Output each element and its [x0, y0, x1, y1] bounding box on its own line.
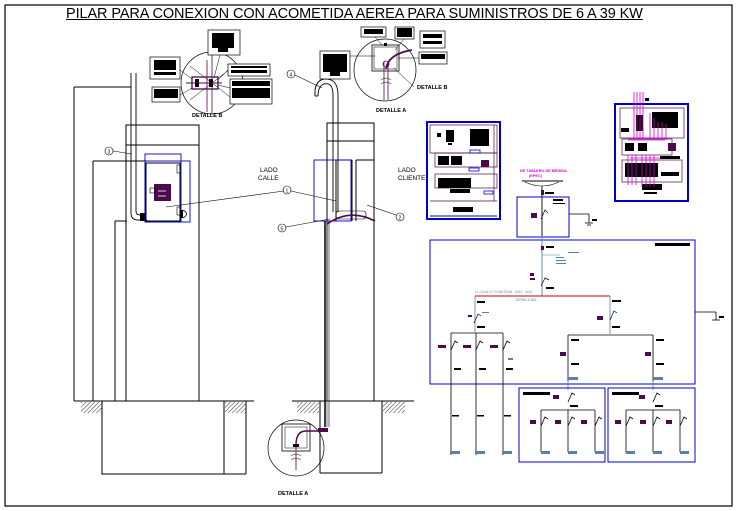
feeder-sublabel: TERMICA 25A — [515, 298, 537, 302]
callout-4 — [286, 69, 296, 79]
lado-cliente-line1: LADO — [398, 167, 416, 174]
detail-b-left-label: DETALLE B — [192, 113, 222, 119]
callout-3-text: 3 — [108, 150, 111, 156]
conduit-clamp — [140, 213, 146, 221]
lado-cliente-line2: CLIENTE — [398, 175, 426, 182]
feeder-label: LL.CAJA.3 + N 2x6.5/2x6 - 3x10 - 4x10 — [475, 290, 532, 294]
meter-source-sublabel: (EPEC) — [529, 174, 543, 178]
ground-hatch — [383, 402, 405, 413]
cabinet-wiring-view — [614, 92, 689, 202]
ground-hatch — [81, 402, 102, 413]
cabinet-outline-2 — [144, 160, 191, 223]
left-pillar-front-view — [73, 86, 254, 475]
detail-a-top — [319, 26, 448, 102]
callout-1-text: 1 — [286, 189, 289, 195]
ground-hatch — [225, 402, 246, 413]
lado-calle-line1: LADO — [260, 167, 278, 174]
detail-a-top-label: DETALLE A — [376, 108, 406, 114]
lado-cliente-label: LADO CLIENTE — [398, 167, 425, 183]
lado-calle-label: LADO CALLE — [258, 167, 279, 183]
callout-4-text: 4 — [290, 73, 293, 79]
meter-box — [145, 162, 181, 222]
detail-a-bottom — [267, 419, 328, 477]
cabinet-elevation — [426, 121, 501, 220]
detail-b-left — [149, 29, 273, 115]
callout-2-text: 2 — [399, 216, 402, 222]
lado-calle-line2: CALLE — [258, 175, 279, 182]
cabinet-outline-middle — [313, 159, 352, 222]
sheet-border — [4, 4, 733, 507]
conduit-left — [130, 73, 147, 221]
callout-1 — [282, 185, 292, 195]
detail-b-top-label: DETALLE B — [417, 85, 447, 91]
meter-device — [154, 184, 171, 201]
callout-5 — [277, 223, 287, 233]
drawing-title: PILAR PARA CONEXION CON ACOMETIDA AEREA … — [66, 6, 643, 22]
meter-source-label: DE TABLERO DE MEDIDA — [520, 169, 567, 173]
callout-2 — [395, 212, 405, 222]
callout-5-text: 5 — [281, 227, 284, 233]
ground-hatch — [297, 402, 319, 413]
middle-pillar-side-view — [292, 122, 414, 474]
single-line-diagram: DE TABLERO DE MEDIDA (EPEC) — [429, 169, 724, 463]
detail-a-bottom-label: DETALLE A — [278, 491, 308, 497]
conduit-gooseneck — [314, 78, 339, 212]
